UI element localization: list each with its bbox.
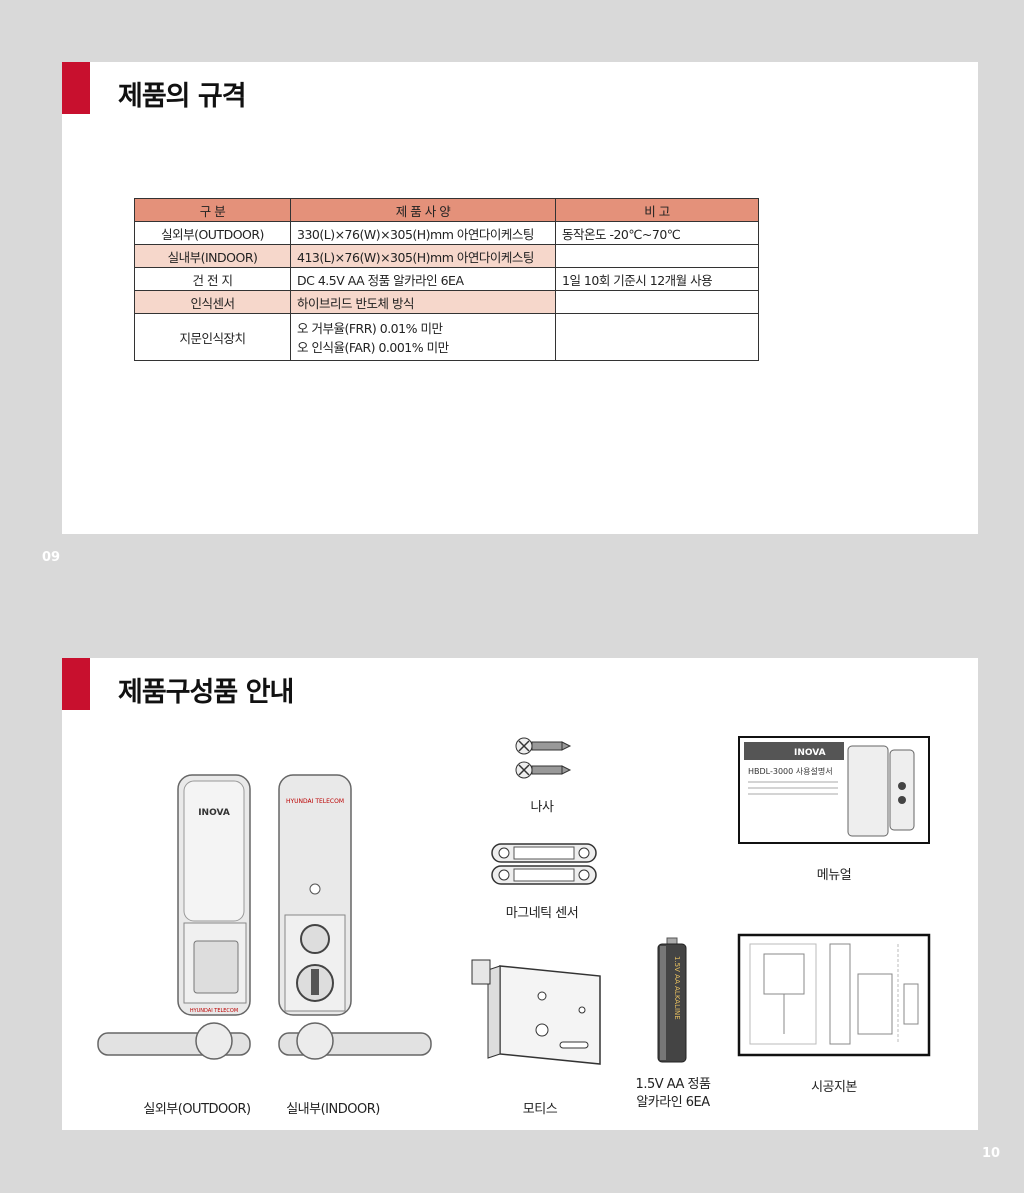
table-row: 실외부(OUTDOOR) 330(L)×76(W)×305(H)mm 아연다이케… <box>134 221 759 245</box>
indoor-unit-image: HYUNDAI TELECOM <box>278 774 432 1060</box>
spec-table: 구 분 제 품 사 양 비 고 실외부(OUTDOOR) 330(L)×76(W… <box>134 198 759 361</box>
row-category: 인식센서 <box>134 290 291 314</box>
battery-label: 1.5V AA ALKALINE <box>673 956 681 1020</box>
section-marker <box>62 62 90 114</box>
magnetic-sensor-image <box>491 843 597 885</box>
row-category: 실외부(OUTDOOR) <box>134 221 291 245</box>
indoor-maker-label: HYUNDAI TELECOM <box>286 798 344 805</box>
row-note <box>555 313 759 361</box>
table-row: 건 전 지 DC 4.5V AA 정품 알카라인 6EA 1일 10회 기준시 … <box>134 267 759 291</box>
row-note <box>555 244 759 268</box>
row-spec: DC 4.5V AA 정품 알카라인 6EA <box>290 267 556 291</box>
page-title: 제품구성품 안내 <box>118 677 294 708</box>
manual-brand-label: INOVA <box>794 748 826 758</box>
header-category: 구 분 <box>134 198 291 222</box>
page-number-right: 10 <box>982 1146 1001 1161</box>
manual-image: INOVA HBDL-3000 사용설명서 <box>738 736 930 844</box>
table-row: 인식센서 하이브리드 반도체 방식 <box>134 290 759 314</box>
row-spec: 413(L)×76(W)×305(H)mm 아연다이케스팅 <box>290 244 556 268</box>
manual-title-label: HBDL-3000 사용설명서 <box>748 766 833 776</box>
row-spec: 330(L)×76(W)×305(H)mm 아연다이케스팅 <box>290 221 556 245</box>
mortise-caption: 모티스 <box>522 1102 558 1117</box>
components-panel: 제품구성품 안내 INOVA HYUNDAI TELECOM 실외부(OUTDO… <box>62 658 978 1130</box>
outdoor-unit-image: INOVA HYUNDAI TELECOM <box>97 774 251 1060</box>
row-category: 지문인식장치 <box>134 313 291 361</box>
indoor-caption: 실내부(INDOOR) <box>286 1102 380 1117</box>
row-category: 실내부(INDOOR) <box>134 244 291 268</box>
page-number-left: 09 <box>42 550 61 565</box>
table-row: 실내부(INDOOR) 413(L)×76(W)×305(H)mm 아연다이케스… <box>134 244 759 268</box>
row-spec: 오 거부율(FRR) 0.01% 미만 오 인식율(FAR) 0.001% 미만 <box>290 313 556 361</box>
mortise-image <box>471 959 601 1065</box>
frr-line: 오 거부율(FRR) 0.01% 미만 <box>297 321 443 336</box>
table-row: 지문인식장치 오 거부율(FRR) 0.01% 미만 오 인식율(FAR) 0.… <box>134 313 759 361</box>
battery-caption-line1: 1.5V AA 정품 <box>635 1077 711 1092</box>
template-caption: 시공지본 <box>811 1080 857 1095</box>
manual-caption: 메뉴얼 <box>816 868 852 883</box>
row-spec: 하이브리드 반도체 방식 <box>290 290 556 314</box>
far-line: 오 인식율(FAR) 0.001% 미만 <box>297 340 449 355</box>
row-category: 건 전 지 <box>134 267 291 291</box>
battery-caption-line2: 알카라인 6EA <box>636 1095 710 1110</box>
row-note: 동작온도 -20℃~70℃ <box>555 221 759 245</box>
magnetic-sensor-caption: 마그네틱 센서 <box>505 906 579 921</box>
outdoor-maker-label: HYUNDAI TELECOM <box>190 1008 238 1014</box>
installation-template-image <box>737 933 931 1057</box>
header-note: 비 고 <box>555 198 759 222</box>
section-marker <box>62 658 90 710</box>
screw-image <box>515 737 572 779</box>
spec-panel: 제품의 규격 구 분 제 품 사 양 비 고 실외부(OUTDOOR) 330(… <box>62 62 978 534</box>
outdoor-caption: 실외부(OUTDOOR) <box>143 1102 251 1117</box>
battery-image: 1.5V AA ALKALINE <box>657 937 687 1063</box>
row-note: 1일 10회 기준시 12개월 사용 <box>555 267 759 291</box>
screw-caption: 나사 <box>530 800 554 815</box>
header-spec: 제 품 사 양 <box>290 198 556 222</box>
table-header-row: 구 분 제 품 사 양 비 고 <box>134 198 759 222</box>
row-note <box>555 290 759 314</box>
outdoor-brand-label: INOVA <box>198 808 230 818</box>
page-title: 제품의 규격 <box>118 81 247 112</box>
battery-caption: 1.5V AA 정품 알카라인 6EA <box>628 1076 718 1112</box>
